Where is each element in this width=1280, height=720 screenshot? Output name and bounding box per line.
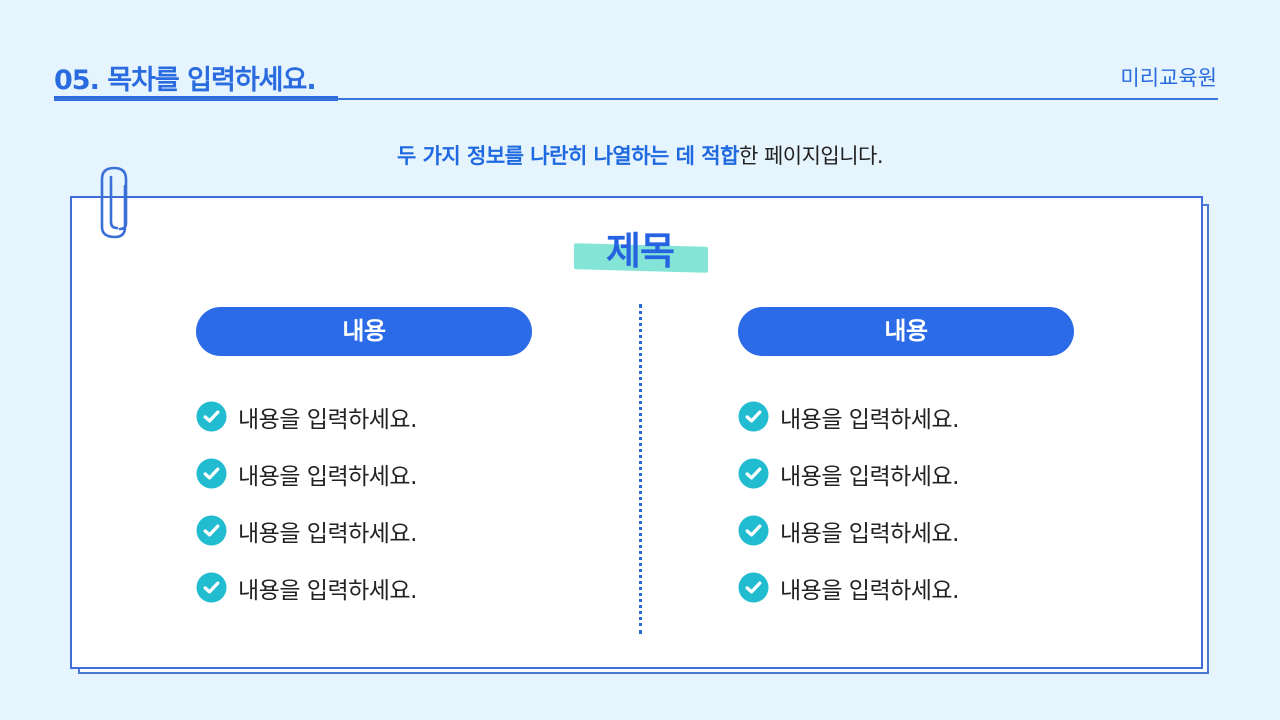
brand-label: 미리교육원 <box>1120 66 1217 90</box>
item-text: 내용을 입력하세요. <box>238 577 417 604</box>
item-list-right: 내용을 입력하세요. 내용을 입력하세요. 내용을 입력하세요. 내용을 입력하… <box>738 388 1074 616</box>
item-text: 내용을 입력하세요. <box>780 577 959 604</box>
check-circle-icon <box>738 458 769 489</box>
column-left: 내용 내용을 입력하세요. 내용을 입력하세요. 내용을 입력하세요. 내용을 … <box>196 307 532 616</box>
subtitle-rest: 한 페이지입니다. <box>738 144 884 168</box>
column-heading-left: 내용 <box>196 307 532 356</box>
column-right: 내용 내용을 입력하세요. 내용을 입력하세요. 내용을 입력하세요. 내용을 … <box>738 307 1074 616</box>
check-circle-icon <box>738 572 769 603</box>
item-list-left: 내용을 입력하세요. 내용을 입력하세요. 내용을 입력하세요. 내용을 입력하… <box>196 388 532 616</box>
item-text: 내용을 입력하세요. <box>780 406 959 433</box>
check-circle-icon <box>738 401 769 432</box>
header-divider <box>54 98 1218 100</box>
check-circle-icon <box>196 515 227 546</box>
list-item: 내용을 입력하세요. <box>196 445 532 502</box>
list-item: 내용을 입력하세요. <box>738 388 1074 445</box>
check-circle-icon <box>738 515 769 546</box>
list-item: 내용을 입력하세요. <box>196 502 532 559</box>
item-text: 내용을 입력하세요. <box>780 463 959 490</box>
card-title: 제목 <box>606 229 675 273</box>
item-text: 내용을 입력하세요. <box>238 463 417 490</box>
list-item: 내용을 입력하세요. <box>196 388 532 445</box>
check-circle-icon <box>196 458 227 489</box>
subtitle-highlight: 두 가지 정보를 나란히 나열하는 데 적합 <box>396 144 740 168</box>
item-text: 내용을 입력하세요. <box>780 520 959 547</box>
check-circle-icon <box>196 572 227 603</box>
content-card <box>70 196 1203 669</box>
page-title: 05. 목차를 입력하세요. <box>54 65 317 96</box>
subtitle: 두 가지 정보를 나란히 나열하는 데 적합한 페이지입니다. <box>0 140 1280 170</box>
paperclip-icon <box>100 166 128 239</box>
column-divider <box>639 304 642 634</box>
card-title-group: 제목 <box>572 218 708 278</box>
list-item: 내용을 입력하세요. <box>738 445 1074 502</box>
list-item: 내용을 입력하세요. <box>196 559 532 616</box>
check-circle-icon <box>196 401 227 432</box>
item-text: 내용을 입력하세요. <box>238 520 417 547</box>
column-heading-right: 내용 <box>738 307 1074 356</box>
list-item: 내용을 입력하세요. <box>738 559 1074 616</box>
list-item: 내용을 입력하세요. <box>738 502 1074 559</box>
item-text: 내용을 입력하세요. <box>238 406 417 433</box>
